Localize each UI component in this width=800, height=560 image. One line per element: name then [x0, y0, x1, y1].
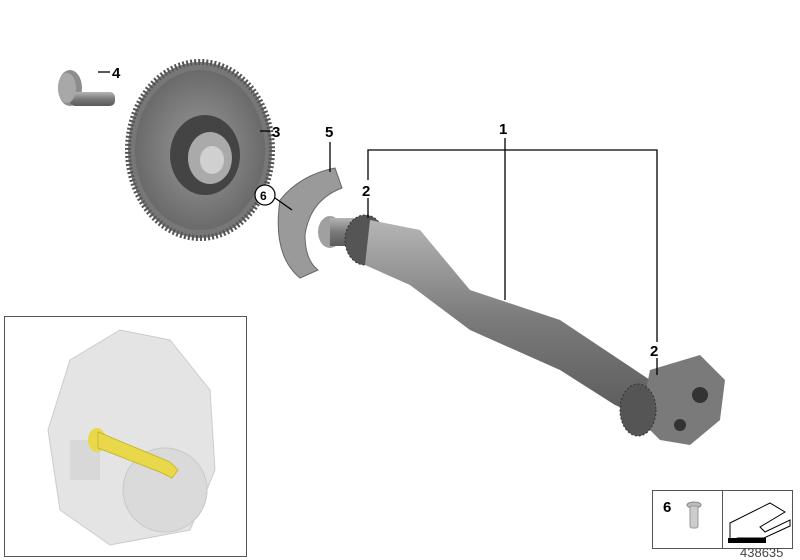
- highlighted-balancer-shaft: [88, 428, 179, 479]
- callout-6-circle: [254, 184, 276, 206]
- gear-part-3: [125, 59, 275, 241]
- arrow-icon: [728, 502, 791, 543]
- leader-lines: [98, 71, 658, 375]
- screw-icon: [686, 501, 702, 529]
- callout-6[interactable]: 6: [260, 189, 267, 203]
- callout-1[interactable]: 1: [499, 121, 507, 138]
- plate-part-5: [277, 167, 343, 279]
- callout-4[interactable]: 4: [112, 65, 121, 82]
- engine-inset: [4, 316, 247, 557]
- bolt-part-4: [58, 70, 115, 106]
- callout-5[interactable]: 5: [325, 124, 333, 141]
- legend-box: [652, 490, 793, 549]
- balancer-shaft-part-1: [318, 214, 725, 445]
- diagram-number: 438635: [740, 545, 783, 560]
- callout-2a[interactable]: 2: [362, 183, 370, 200]
- callout-3[interactable]: 3: [272, 124, 280, 141]
- legend-label-6: 6: [663, 499, 671, 516]
- callout-2b[interactable]: 2: [650, 343, 658, 360]
